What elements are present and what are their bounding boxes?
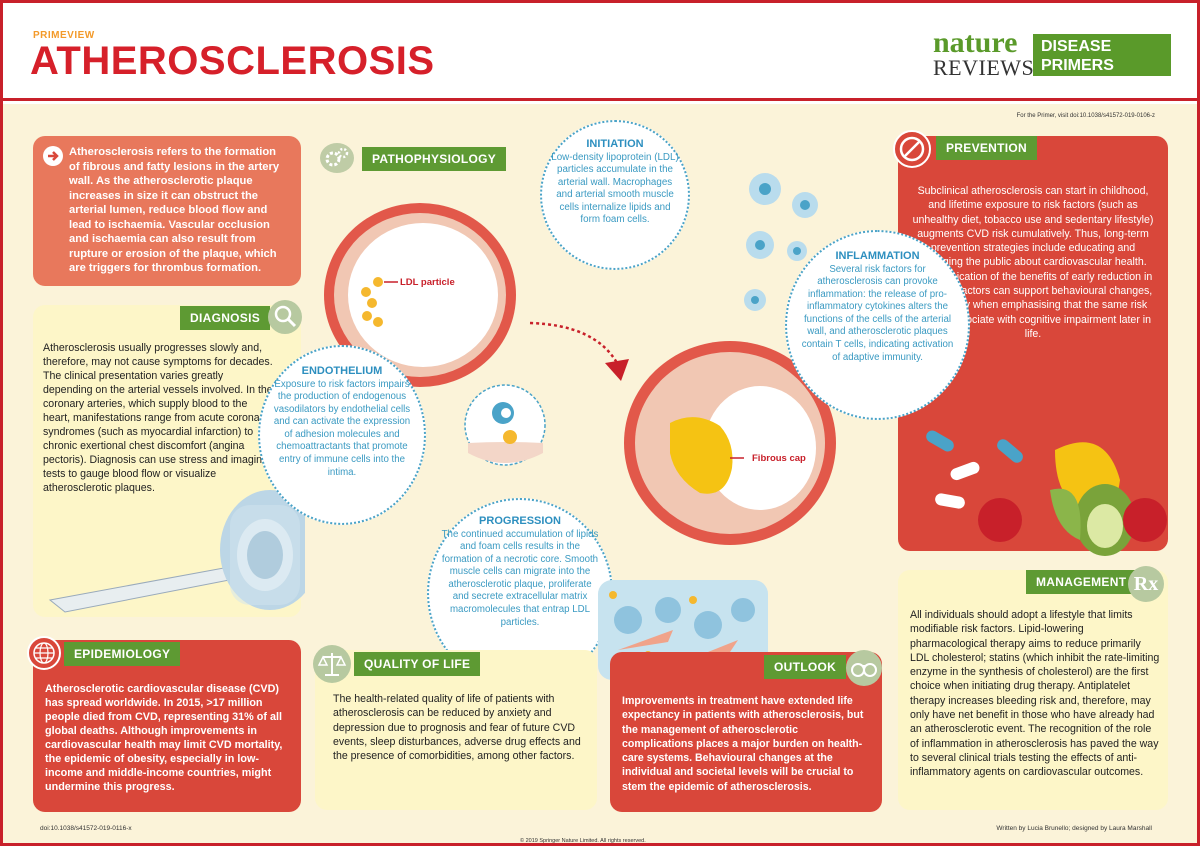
- prohibition-icon: [893, 130, 931, 168]
- management-label: MANAGEMENT: [1026, 570, 1137, 594]
- inflammation-bubble: INFLAMMATION Several risk factors for at…: [785, 230, 970, 420]
- quality-text: The health-related quality of life of pa…: [333, 693, 581, 763]
- outlook-box: Improvements in treatment have extended …: [610, 652, 882, 812]
- inflammation-title: INFLAMMATION: [835, 250, 920, 262]
- progression-title: PROGRESSION: [479, 515, 561, 527]
- magnifier-icon: [268, 300, 302, 334]
- doi-note: For the Primer, visit doi:10.1038/s41572…: [1016, 113, 1155, 119]
- epidemiology-label: EPIDEMIOLOGY: [64, 642, 181, 666]
- inflammation-text: Several risk factors for atherosclerosis…: [801, 263, 954, 363]
- diagnosis-label: DIAGNOSIS: [180, 306, 271, 330]
- outlook-label: OUTLOOK: [764, 655, 847, 679]
- adhesion-zoom-illustration: [464, 384, 546, 466]
- scales-icon: [313, 645, 351, 683]
- diagnosis-text: Atherosclerosis usually progresses slowl…: [43, 342, 273, 494]
- diagnosis-box: Atherosclerosis usually progresses slowl…: [33, 305, 301, 617]
- initiation-title: INITIATION: [586, 138, 644, 150]
- prescription-icon: Rx: [1128, 566, 1164, 602]
- management-text: All individuals should adopt a lifestyle…: [910, 609, 1160, 779]
- logo-nature: nature: [933, 26, 1018, 59]
- intro-text: Atherosclerosis refers to the formation …: [69, 146, 280, 274]
- footer-doi: doi:10.1038/s41572-019-0116-x: [40, 825, 132, 832]
- copyright: © 2019 Springer Nature Limited. All righ…: [520, 838, 646, 844]
- artery-cross-section-plaque: [624, 341, 836, 545]
- outlook-text: Improvements in treatment have extended …: [622, 695, 864, 793]
- ldl-particle-label: LDL particle: [400, 277, 455, 288]
- kicker: PRIMEVIEW: [33, 30, 95, 41]
- logo-box: DISEASE PRIMERS: [1033, 34, 1171, 76]
- progression-text: The continued accumulation of lipids and…: [441, 528, 599, 628]
- initiation-text: Low-density lipoprotein (LDL) particles …: [551, 151, 679, 226]
- binoculars-icon: [846, 650, 882, 686]
- prevention-label: PREVENTION: [936, 136, 1038, 160]
- arrow-icon: [43, 146, 63, 166]
- logo-reviews: REVIEWS: [933, 55, 1035, 80]
- logo-box-line1: DISEASE: [1041, 38, 1112, 55]
- page-title: ATHEROSCLEROSIS: [30, 39, 435, 83]
- intro-box: Atherosclerosis refers to the formation …: [33, 136, 301, 286]
- pathophysiology-label: PATHOPHYSIOLOGY: [362, 147, 507, 171]
- gears-icon: [320, 143, 354, 173]
- endothelium-title: ENDOTHELIUM: [301, 365, 383, 377]
- pills-and-vegetables-illustration: [926, 430, 1167, 556]
- artery-cross-section-normal: [324, 203, 516, 387]
- mri-scanner-illustration: [48, 490, 305, 613]
- immune-cells-illustration: [744, 173, 818, 311]
- progress-arrow-icon: [529, 321, 629, 381]
- endothelium-text: Exposure to risk factors impairs the pro…: [273, 378, 411, 478]
- endothelium-bubble: ENDOTHELIUM Exposure to risk factors imp…: [258, 345, 426, 525]
- quality-of-life-label: QUALITY OF LIFE: [354, 652, 481, 676]
- globe-icon: [27, 636, 61, 670]
- epidemiology-text: Atherosclerotic cardiovascular disease (…: [45, 683, 283, 793]
- prevention-text: Subclinical atherosclerosis can start in…: [912, 185, 1154, 340]
- fibrous-cap-label: Fibrous cap: [752, 453, 806, 464]
- management-box: All individuals should adopt a lifestyle…: [898, 570, 1168, 810]
- logo-box-line2: PRIMERS: [1041, 57, 1114, 74]
- initiation-bubble: INITIATION Low-density lipoprotein (LDL)…: [540, 120, 690, 270]
- epidemiology-box: Atherosclerotic cardiovascular disease (…: [33, 640, 301, 812]
- footer-credit: Written by Lucia Brunello; designed by L…: [996, 825, 1152, 832]
- quality-box: The health-related quality of life of pa…: [315, 650, 597, 810]
- header: PRIMEVIEW ATHEROSCLEROSIS nature REVIEWS…: [3, 3, 1197, 101]
